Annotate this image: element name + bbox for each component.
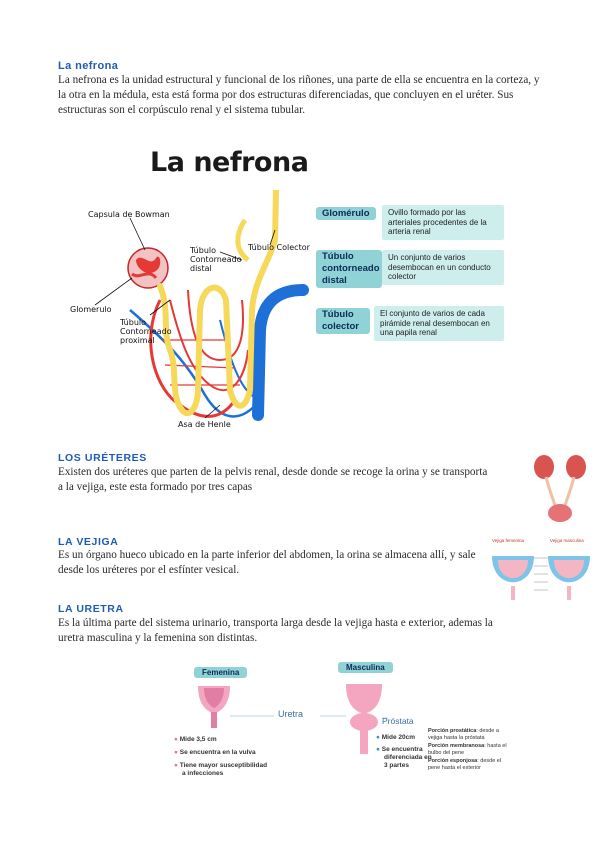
legend-desc: Ovillo formado por las arteriales proced… <box>382 205 504 240</box>
vejiga-illustration <box>492 556 590 600</box>
intro-title: La nefrona <box>58 60 119 72</box>
legend-term: Glomérulo <box>316 207 376 220</box>
fem-point: ● Se encuentra en la vulva <box>174 749 256 756</box>
label-glomerulo: Glomerulo <box>70 305 112 314</box>
part-esponjosa: Porción esponjosa: desde el pene hasta e… <box>428 758 502 771</box>
prostata-label: Próstata <box>382 716 414 726</box>
fem-point: ● Mide 3,5 cm <box>174 736 217 743</box>
part-membranosa: Porción membranosa: hasta el bulbo del p… <box>428 743 507 756</box>
vejiga-fem-label: Vejiga femenina <box>492 538 525 543</box>
label-capsula: Capsula de Bowman <box>88 210 170 219</box>
intro-text: La nefrona es la unidad estructural y fu… <box>58 74 540 116</box>
label-tubulo-proximal: Túbulo Contorneado proximal <box>120 318 172 345</box>
vejiga-figure: Vejiga femenina Vejiga masculina <box>488 538 598 608</box>
uretra-label: Uretra <box>278 709 304 719</box>
ureteres-title: LOS URÉTERES <box>58 452 147 464</box>
diagram-title: La nefrona <box>150 147 309 178</box>
masc-point: ● Se encuentra diferenciada en 3 partes <box>376 746 432 769</box>
fem-point: ● Tiene mayor susceptibilidad a infeccio… <box>174 762 268 777</box>
uretra-text: Es la última parte del sistema urinario,… <box>58 617 493 644</box>
uretra-figure: Femenina Masculina Uretra Próstata ● Mid… <box>170 660 510 795</box>
masc-point: ● Mide 20cm <box>376 734 415 741</box>
nephron-figure: La nefrona Capsula de Bowman Túbulo Cont… <box>70 140 504 440</box>
uretra-title: LA URETRA <box>58 603 124 615</box>
legend-term: Túbulo contorneado distal <box>316 250 382 288</box>
nephron-illustration <box>94 190 309 421</box>
male-urethra-parts: Porción prostática: desde a vejiga hasta… <box>428 728 510 771</box>
glomerulus-shape <box>127 247 169 289</box>
vejiga-masc-label: Vejiga masculina <box>550 538 584 543</box>
legend-term: Túbulo colector <box>316 308 370 334</box>
legend-desc: El conjunto de varios de cada pirámide r… <box>374 306 504 341</box>
ureteres-illustration <box>534 455 586 522</box>
uretra-illustration <box>198 684 388 754</box>
masculina-points: ● Mide 20cm ● Se encuentra diferenciada … <box>376 734 436 770</box>
ureteres-text: Existen dos uréteres que parten de la pe… <box>58 466 488 493</box>
part-prostatica: Porción prostática: desde a vejiga hasta… <box>428 728 499 741</box>
label-tubulo-distal: Túbulo Contorneado distal <box>190 246 242 273</box>
femenina-pill: Femenina <box>194 667 248 678</box>
vejiga-title: LA VEJIGA <box>58 536 119 548</box>
legend-desc: Un conjunto de varios desembocan en un c… <box>382 250 504 285</box>
vejiga-text: Es un órgano hueco ubicado en la parte i… <box>58 549 476 576</box>
label-asa: Asa de Henle <box>178 420 231 429</box>
femenina-points: ● Mide 3,5 cm ● Se encuentra en la vulva… <box>174 736 294 778</box>
label-tubulo-colector: Túbulo Colector <box>248 243 310 252</box>
masculina-pill: Masculina <box>338 662 393 673</box>
